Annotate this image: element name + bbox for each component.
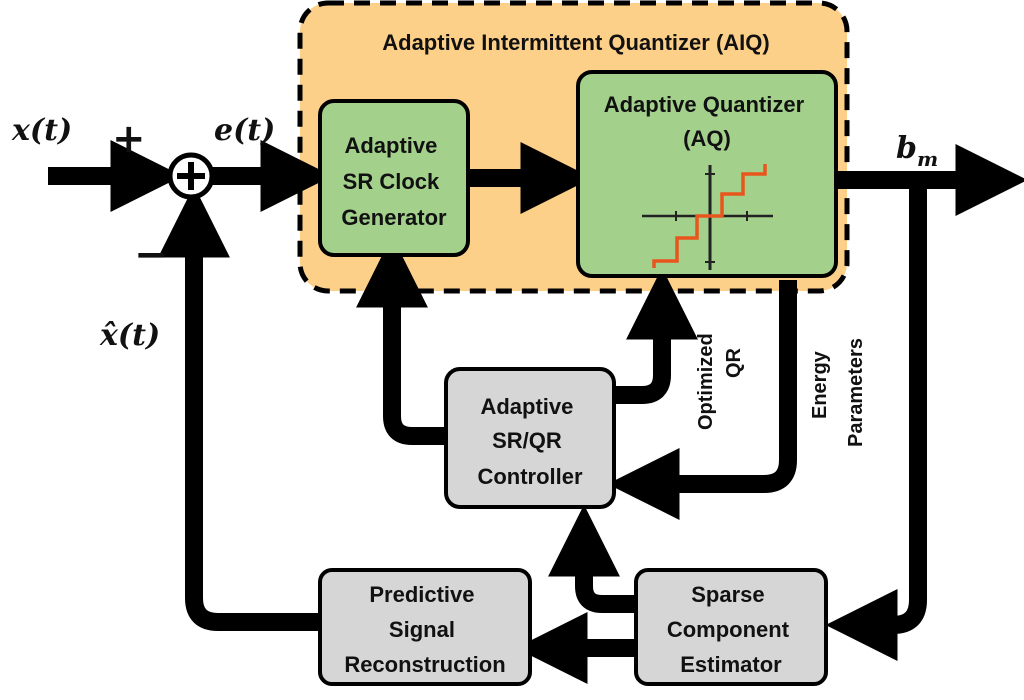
plus-sign: +: [112, 116, 146, 162]
predictive-line-3: Reconstruction: [344, 652, 505, 677]
svg-text:Adaptive Quantizer (AQ): Adaptive Quantizer (AQ): [604, 92, 811, 151]
input-signal-label: x(t): [11, 113, 72, 148]
controller-line-1: Adaptive: [480, 394, 573, 419]
wire-optimized-qr: [616, 267, 698, 404]
summing-junction: [167, 152, 215, 200]
quantizer-line-2: (AQ): [683, 126, 731, 151]
sparse-line-1: Sparse: [691, 582, 764, 607]
signal-wires: [48, 140, 1024, 684]
predictive-line-1: Predictive: [369, 582, 474, 607]
controller-line-3: Controller: [477, 464, 583, 489]
clock-line-1: Adaptive: [344, 133, 437, 158]
svg-text:Predictive Signal: Predictive Signal Reconstruction: [344, 582, 505, 677]
aiq-title: Adaptive Intermittent Quantizer (AIQ): [382, 30, 769, 55]
estimate-signal-label: x̂(t): [99, 318, 160, 353]
svg-text:Adaptive SR Clock: Adaptive SR Clock Generator: [341, 133, 447, 230]
clock-line-2: SR Clock: [343, 169, 440, 194]
energy-line-2: Parameters: [845, 338, 867, 447]
sparse-line-2: Component: [667, 617, 790, 642]
block-sr-clock-generator: Adaptive SR Clock Generator: [318, 99, 470, 257]
output-signal-label: bm: [896, 131, 938, 171]
output-base: b: [896, 131, 917, 166]
optimized-qr-line-1: Optimized: [695, 333, 717, 430]
block-sparse-component-estimator: Sparse Component Estimator: [634, 568, 828, 686]
wire-controller-to-clock: [356, 235, 446, 445]
quantizer-line-1: Adaptive Quantizer: [604, 92, 805, 117]
error-signal-label: e(t): [214, 113, 275, 148]
wire-sparse-to-controller: [548, 504, 636, 613]
quantizer-staircase-icon: [642, 164, 773, 270]
energy-parameters-label: Energy Parameters: [809, 338, 867, 447]
wire-feedback: [158, 185, 322, 631]
clock-line-3: Generator: [341, 205, 447, 230]
minus-sign: −: [134, 232, 168, 278]
energy-line-1: Energy: [809, 350, 831, 419]
block-predictive-signal-reconstruction: Predictive Signal Reconstruction: [318, 568, 532, 686]
sparse-line-3: Estimator: [680, 652, 782, 677]
controller-line-2: SR/QR: [492, 428, 562, 453]
wire-energy-parameters: [607, 280, 797, 520]
block-adaptive-quantizer: Adaptive Quantizer (AQ): [576, 70, 838, 278]
wire-output-to-sparse: [825, 180, 927, 661]
predictive-line-2: Signal: [389, 617, 455, 642]
block-sr-qr-controller: Adaptive SR/QR Controller: [444, 367, 616, 509]
svg-text:Energy Parameters: Energy Parameters: [809, 338, 867, 447]
svg-text:Optimized QR: Optimized QR: [695, 328, 745, 430]
svg-text:Adaptive SR/QR Con: Adaptive SR/QR Controller: [477, 394, 583, 489]
output-subscript: m: [917, 147, 938, 171]
optimized-qr-line-2: QR: [723, 347, 745, 378]
optimized-qr-label: Optimized QR: [695, 328, 745, 430]
svg-text:Sparse Component E: Sparse Component Estimator: [667, 582, 795, 677]
